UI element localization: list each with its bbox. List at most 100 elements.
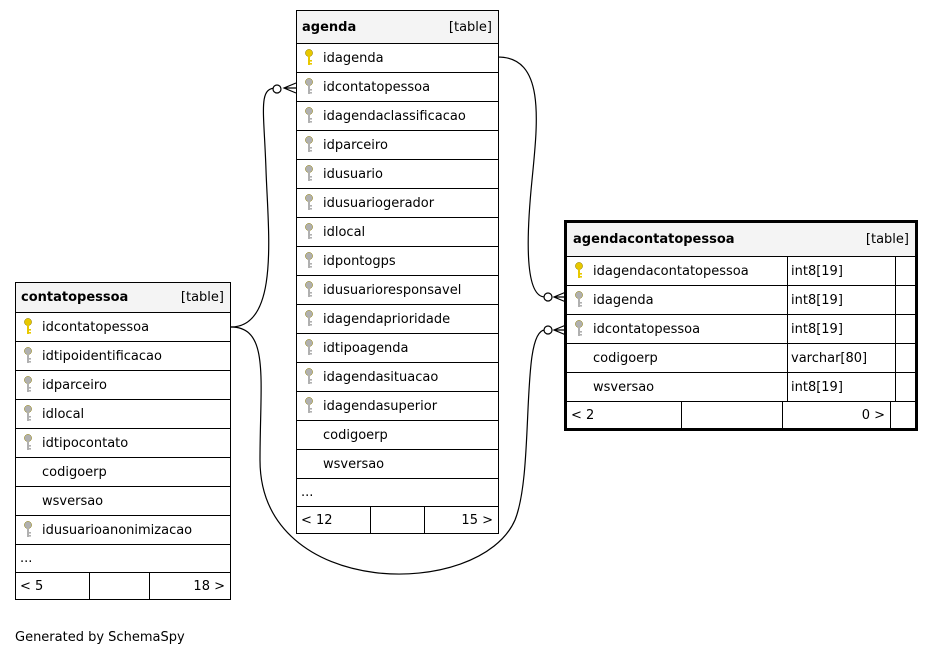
- column-row[interactable]: idpontogps: [297, 247, 498, 276]
- column-row[interactable]: idagendasuperior: [297, 392, 498, 421]
- column-row[interactable]: idtipoidentificacao: [16, 342, 230, 371]
- column-row[interactable]: idusuariogerador: [297, 189, 498, 218]
- column-name-cell: codigoerp: [16, 458, 230, 486]
- relation-contatopessoa-agendacontatopessoa: [230, 326, 546, 575]
- key-icon: [305, 223, 313, 239]
- column-row[interactable]: wsversao: [297, 450, 498, 479]
- column-name: idlocal: [323, 224, 366, 240]
- column-name: idagendaclassificacao: [323, 108, 466, 124]
- column-name-cell: idusuarioresponsavel: [297, 276, 498, 304]
- column-name: idcontatopessoa: [593, 321, 701, 337]
- column-row[interactable]: idcontatopessoa: [16, 313, 230, 342]
- column-row[interactable]: idtipocontato: [16, 429, 230, 458]
- column-name-cell: idagendasuperior: [297, 392, 498, 420]
- column-row[interactable]: idcontatopessoa: [297, 73, 498, 102]
- table-header: agendacontatopessoa [table]: [567, 223, 915, 257]
- table-footer: < 2 0 >: [567, 402, 915, 428]
- relation-contatopessoa-agenda: [230, 87, 277, 328]
- column-name: idtipoidentificacao: [42, 348, 162, 364]
- column-type: int8[19]: [787, 286, 895, 314]
- column-name-cell: wsversao: [16, 487, 230, 515]
- column-row[interactable]: idusuarioresponsavel: [297, 276, 498, 305]
- column-type: varchar[80]: [787, 344, 895, 372]
- column-row[interactable]: idagendaprioridade: [297, 305, 498, 334]
- column-pad: [895, 286, 915, 314]
- more-columns: ...: [297, 479, 498, 507]
- column-row[interactable]: idagenda int8[19]: [567, 286, 915, 315]
- more-columns: ...: [16, 545, 230, 573]
- column-name: idcontatopessoa: [323, 79, 431, 95]
- table-header: agenda [table]: [297, 11, 498, 44]
- column-row[interactable]: idagendaclassificacao: [297, 102, 498, 131]
- key-icon: [305, 281, 313, 297]
- relation-many-marker: [282, 82, 297, 94]
- column-row[interactable]: idtipoagenda: [297, 334, 498, 363]
- column-name: codigoerp: [323, 427, 388, 443]
- column-name: idagendasituacao: [323, 369, 439, 385]
- column-row[interactable]: idagenda: [297, 44, 498, 73]
- table-name: agenda: [302, 19, 357, 35]
- column-row[interactable]: idusuario: [297, 160, 498, 189]
- generated-by-note: Generated by SchemaSpy: [15, 630, 185, 645]
- column-name-cell: wsversao: [567, 373, 787, 401]
- column-name: idagenda: [593, 292, 654, 308]
- column-name: idagendaprioridade: [323, 311, 451, 327]
- column-name: idpontogps: [323, 253, 396, 269]
- column-name: codigoerp: [42, 464, 107, 480]
- column-row[interactable]: codigoerp: [297, 421, 498, 450]
- table-agendacontatopessoa[interactable]: agendacontatopessoa [table] idagendacont…: [564, 220, 918, 431]
- column-row[interactable]: idlocal: [297, 218, 498, 247]
- column-name-cell: idagendacontatopessoa: [567, 257, 787, 285]
- footer-spacer: [682, 402, 783, 428]
- table-name: agendacontatopessoa: [573, 232, 735, 247]
- column-name: idagendasuperior: [323, 398, 438, 414]
- key-icon: [305, 397, 313, 413]
- column-name-cell: idparceiro: [16, 371, 230, 399]
- table-agenda[interactable]: agenda [table] idagenda idcontatopessoa id…: [296, 10, 499, 534]
- column-name-cell: idparceiro: [297, 131, 498, 159]
- column-name: idlocal: [42, 406, 85, 422]
- column-name: idagendacontatopessoa: [593, 263, 749, 279]
- footer-children-count: 15 >: [461, 512, 493, 528]
- column-row[interactable]: idagendasituacao: [297, 363, 498, 392]
- column-row[interactable]: idparceiro: [16, 371, 230, 400]
- footer-spacer: [90, 573, 150, 599]
- column-name: idusuario: [323, 166, 383, 182]
- table-type: [table]: [180, 290, 224, 305]
- column-row[interactable]: wsversao: [16, 487, 230, 516]
- column-row[interactable]: codigoerp: [16, 458, 230, 487]
- key-icon: [575, 291, 583, 307]
- key-icon: [305, 368, 313, 384]
- column-row[interactable]: idparceiro: [297, 131, 498, 160]
- footer-parents-count: < 2: [567, 402, 682, 428]
- column-name-cell: idagendaprioridade: [297, 305, 498, 333]
- column-name: idagenda: [323, 50, 384, 66]
- column-name-cell: idlocal: [16, 400, 230, 428]
- key-icon: [24, 521, 32, 537]
- column-name-cell: idcontatopessoa: [567, 315, 787, 343]
- column-name-cell: idusuariogerador: [297, 189, 498, 217]
- key-icon: [305, 310, 313, 326]
- key-icon: [575, 320, 583, 336]
- key-icon: [305, 49, 313, 65]
- column-row[interactable]: idusuarioanonimizacao: [16, 516, 230, 545]
- column-name-cell: idtipocontato: [16, 429, 230, 457]
- column-name-cell: codigoerp: [297, 421, 498, 449]
- column-name-cell: idusuario: [297, 160, 498, 188]
- column-name: idtipocontato: [42, 435, 129, 451]
- key-icon: [305, 339, 313, 355]
- column-row[interactable]: idlocal: [16, 400, 230, 429]
- relation-optional-marker: [543, 325, 553, 335]
- column-pad: [895, 344, 915, 372]
- key-icon: [305, 78, 313, 94]
- key-icon: [24, 434, 32, 450]
- column-name-cell: idagenda: [567, 286, 787, 314]
- table-type: [table]: [865, 232, 909, 247]
- column-name-cell: idagendaclassificacao: [297, 102, 498, 130]
- column-name-cell: idtipoidentificacao: [16, 342, 230, 370]
